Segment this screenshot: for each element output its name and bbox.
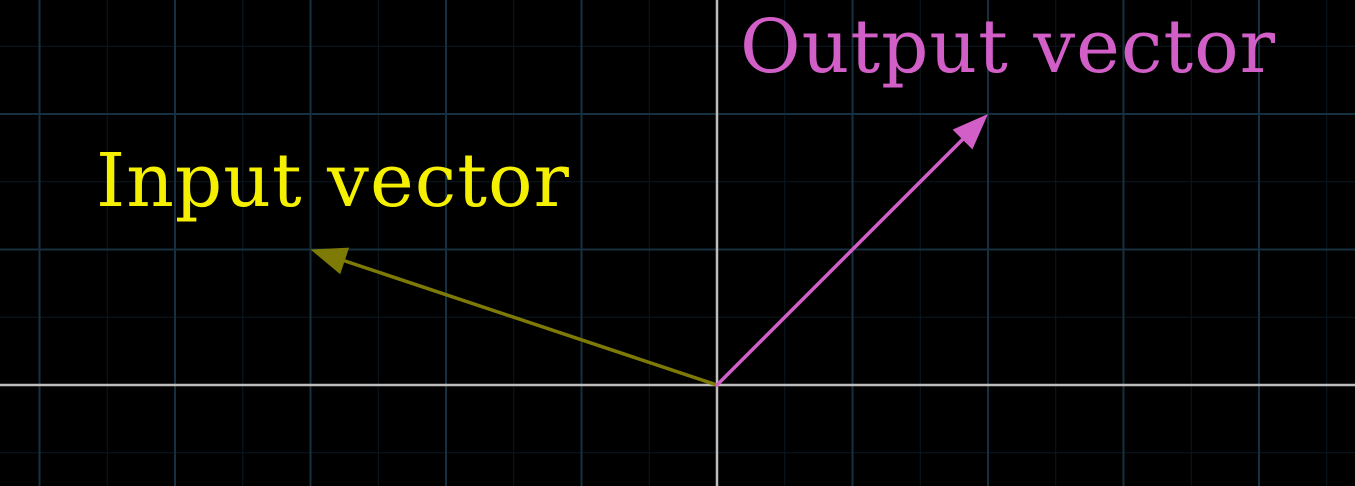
output-vector-label: Output vector <box>740 4 1277 90</box>
input-vector-arrow <box>310 247 719 387</box>
input-vector-shaft <box>342 259 719 387</box>
output-vector-arrowhead <box>952 114 988 150</box>
input-vector-label: Input vector <box>96 138 570 224</box>
input-vector-arrowhead <box>310 247 350 275</box>
output-vector-arrow <box>715 114 988 387</box>
output-vector-shaft <box>715 137 965 387</box>
